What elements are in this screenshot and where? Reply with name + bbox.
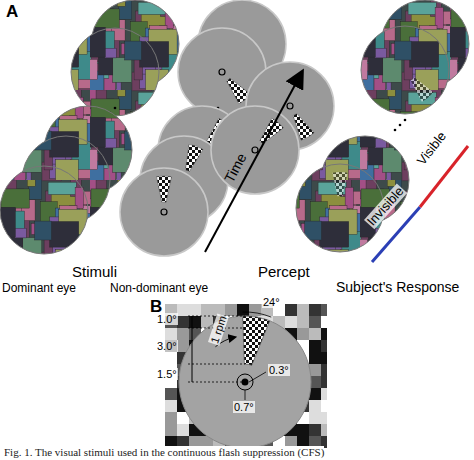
stimulus-disc [179,316,311,448]
checker-wedge [243,316,270,365]
leader-line [249,372,266,382]
mask-frame [296,164,384,252]
mask-frame [361,26,449,114]
dimension: 3.0° [156,340,178,352]
ellipsis-dot [394,129,397,132]
eye-label: Dominant eye [2,282,76,295]
time-arrow [205,72,302,252]
mask-frame [0,166,88,254]
ellipsis-dot [404,119,407,122]
panel-letter: A [6,3,18,22]
target-frame [211,106,299,194]
dimension: 0.7° [233,401,255,413]
eye-label: Non-dominant eye [110,282,208,295]
checker-border [165,304,327,448]
target-frame [120,168,208,256]
leader-line [245,390,246,400]
axis-label: Subject's Response [336,280,459,295]
axis-label: Stimuli [72,264,117,281]
dimension: 1.5° [156,368,178,380]
dim-guide [188,382,245,383]
dimension: 24° [262,296,281,308]
dimension: 1.0° [156,313,178,325]
ellipsis-dot [399,124,402,127]
figure-caption: Fig. 1. The visual stimuli used in the c… [4,446,324,458]
angle-arc [243,312,272,317]
response-label: Visible [414,128,450,168]
mask-frame [71,28,159,116]
dimension: 0.3° [268,364,290,376]
dim-guide [188,364,245,365]
dim-line [192,316,193,382]
axis-label: Percept [258,264,310,281]
ellipsis-dot [114,107,117,110]
